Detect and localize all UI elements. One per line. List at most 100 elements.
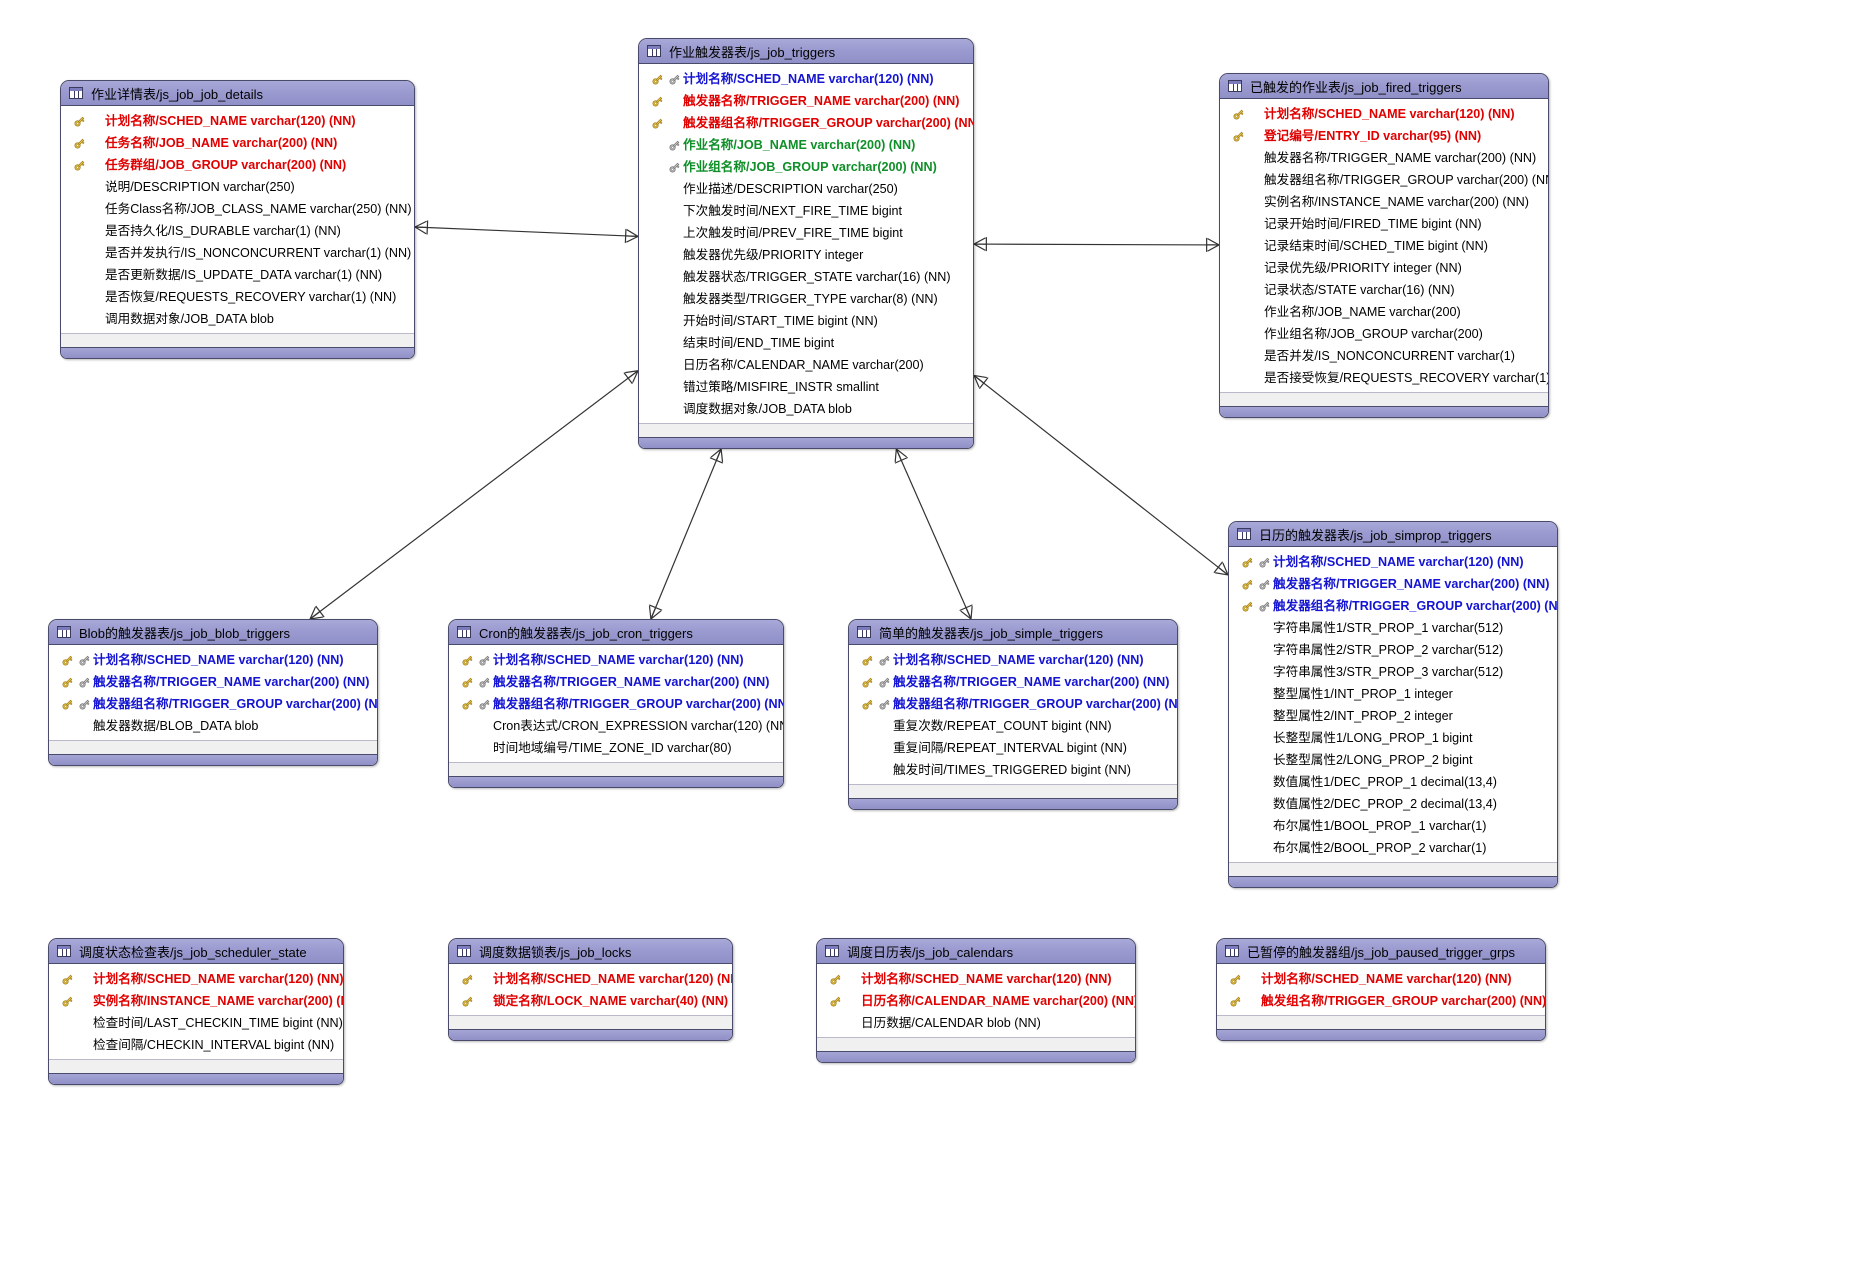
attribute-row[interactable]: 布尔属性2/BOOL_PROP_2 varchar(1) [1229, 837, 1557, 859]
attribute-row[interactable]: 计划名称/SCHED_NAME varchar(120) (NN) [849, 649, 1177, 671]
attribute-row[interactable]: 作业组名称/JOB_GROUP varchar(200) (NN) [639, 156, 973, 178]
attribute-row[interactable]: 触发器名称/TRIGGER_NAME varchar(200) (NN) [849, 671, 1177, 693]
entity-header-paused_trigger_grps[interactable]: 已暂停的触发器组/js_job_paused_trigger_grps [1217, 939, 1545, 964]
attribute-row[interactable]: 触发器组名称/TRIGGER_GROUP varchar(200) (NN) [1229, 595, 1557, 617]
attribute-row[interactable]: 触发器名称/TRIGGER_NAME varchar(200) (NN) [1220, 147, 1548, 169]
entity-calendars[interactable]: 调度日历表/js_job_calendars 计划名称/SCHED_NAME va… [816, 938, 1136, 1063]
attribute-row[interactable]: 触发组名称/TRIGGER_GROUP varchar(200) (NN) [1217, 990, 1545, 1012]
attribute-row[interactable]: 任务名称/JOB_NAME varchar(200) (NN) [61, 132, 414, 154]
attribute-row[interactable]: 是否更新数据/IS_UPDATE_DATA varchar(1) (NN) [61, 264, 414, 286]
attribute-row[interactable]: 是否接受恢复/REQUESTS_RECOVERY varchar(1) [1220, 367, 1548, 389]
attribute-row[interactable]: 时间地域编号/TIME_ZONE_ID varchar(80) [449, 737, 783, 759]
attribute-row[interactable]: 计划名称/SCHED_NAME varchar(120) (NN) [61, 110, 414, 132]
attribute-row[interactable]: 触发器数据/BLOB_DATA blob [49, 715, 377, 737]
attribute-row[interactable]: 触发器组名称/TRIGGER_GROUP varchar(200) (NN) [49, 693, 377, 715]
attribute-row[interactable]: 任务群组/JOB_GROUP varchar(200) (NN) [61, 154, 414, 176]
attribute-row[interactable]: 日历名称/CALENDAR_NAME varchar(200) [639, 354, 973, 376]
entity-header-triggers[interactable]: 作业触发器表/js_job_triggers [639, 39, 973, 64]
attribute-row[interactable]: 结束时间/END_TIME bigint [639, 332, 973, 354]
attribute-row[interactable]: 调度数据对象/JOB_DATA blob [639, 398, 973, 420]
attribute-row[interactable]: 是否持久化/IS_DURABLE varchar(1) (NN) [61, 220, 414, 242]
attribute-row[interactable]: 字符串属性2/STR_PROP_2 varchar(512) [1229, 639, 1557, 661]
entity-blob_triggers[interactable]: Blob的触发器表/js_job_blob_triggers 计划名称/SCHED… [48, 619, 378, 766]
attribute-row[interactable]: 实例名称/INSTANCE_NAME varchar(200) (NN) [49, 990, 343, 1012]
entity-resize-grip[interactable] [1217, 1029, 1545, 1040]
entity-job_details[interactable]: 作业详情表/js_job_job_details 计划名称/SCHED_NAME … [60, 80, 415, 359]
attribute-row[interactable]: 触发时间/TIMES_TRIGGERED bigint (NN) [849, 759, 1177, 781]
entity-resize-grip[interactable] [49, 1073, 343, 1084]
entity-header-scheduler_state[interactable]: 调度状态检查表/js_job_scheduler_state [49, 939, 343, 964]
attribute-row[interactable]: 登记编号/ENTRY_ID varchar(95) (NN) [1220, 125, 1548, 147]
entity-simple_triggers[interactable]: 简单的触发器表/js_job_simple_triggers 计划名称/SCHED… [848, 619, 1178, 810]
entity-header-fired_triggers[interactable]: 已触发的作业表/js_job_fired_triggers [1220, 74, 1548, 99]
attribute-row[interactable]: 计划名称/SCHED_NAME varchar(120) (NN) [1217, 968, 1545, 990]
attribute-row[interactable]: 是否并发/IS_NONCONCURRENT varchar(1) [1220, 345, 1548, 367]
attribute-row[interactable]: 计划名称/SCHED_NAME varchar(120) (NN) [49, 968, 343, 990]
attribute-row[interactable]: 任务Class名称/JOB_CLASS_NAME varchar(250) (N… [61, 198, 414, 220]
entity-header-calendars[interactable]: 调度日历表/js_job_calendars [817, 939, 1135, 964]
attribute-row[interactable]: 整型属性1/INT_PROP_1 integer [1229, 683, 1557, 705]
attribute-row[interactable]: 计划名称/SCHED_NAME varchar(120) (NN) [1220, 103, 1548, 125]
attribute-row[interactable]: 锁定名称/LOCK_NAME varchar(40) (NN) [449, 990, 732, 1012]
attribute-row[interactable]: 触发器名称/TRIGGER_NAME varchar(200) (NN) [449, 671, 783, 693]
entity-triggers[interactable]: 作业触发器表/js_job_triggers 计划名称/SCHED_NAME va… [638, 38, 974, 449]
attribute-row[interactable]: 计划名称/SCHED_NAME varchar(120) (NN) [1229, 551, 1557, 573]
attribute-row[interactable]: 触发器组名称/TRIGGER_GROUP varchar(200) (NN) [639, 112, 973, 134]
attribute-row[interactable]: 计划名称/SCHED_NAME varchar(120) (NN) [639, 68, 973, 90]
attribute-row[interactable]: 字符串属性1/STR_PROP_1 varchar(512) [1229, 617, 1557, 639]
entity-paused_trigger_grps[interactable]: 已暂停的触发器组/js_job_paused_trigger_grps 计划名称/… [1216, 938, 1546, 1041]
attribute-row[interactable]: 错过策略/MISFIRE_INSTR smallint [639, 376, 973, 398]
entity-header-job_details[interactable]: 作业详情表/js_job_job_details [61, 81, 414, 106]
entity-header-simprop_triggers[interactable]: 日历的触发器表/js_job_simprop_triggers [1229, 522, 1557, 547]
attribute-row[interactable]: 触发器优先级/PRIORITY integer [639, 244, 973, 266]
attribute-row[interactable]: 触发器组名称/TRIGGER_GROUP varchar(200) (NN) [449, 693, 783, 715]
entity-scheduler_state[interactable]: 调度状态检查表/js_job_scheduler_state 计划名称/SCHED… [48, 938, 344, 1085]
entity-resize-grip[interactable] [449, 1029, 732, 1040]
entity-resize-grip[interactable] [1220, 406, 1548, 417]
attribute-row[interactable]: 字符串属性3/STR_PROP_3 varchar(512) [1229, 661, 1557, 683]
attribute-row[interactable]: 实例名称/INSTANCE_NAME varchar(200) (NN) [1220, 191, 1548, 213]
attribute-row[interactable]: 作业描述/DESCRIPTION varchar(250) [639, 178, 973, 200]
entity-resize-grip[interactable] [817, 1051, 1135, 1062]
attribute-row[interactable]: 触发器组名称/TRIGGER_GROUP varchar(200) (NN) [849, 693, 1177, 715]
attribute-row[interactable]: 日历名称/CALENDAR_NAME varchar(200) (NN) [817, 990, 1135, 1012]
attribute-row[interactable]: 日历数据/CALENDAR blob (NN) [817, 1012, 1135, 1034]
entity-locks[interactable]: 调度数据锁表/js_job_locks 计划名称/SCHED_NAME varch… [448, 938, 733, 1041]
attribute-row[interactable]: 作业名称/JOB_NAME varchar(200) [1220, 301, 1548, 323]
attribute-row[interactable]: 作业组名称/JOB_GROUP varchar(200) [1220, 323, 1548, 345]
attribute-row[interactable]: 上次触发时间/PREV_FIRE_TIME bigint [639, 222, 973, 244]
attribute-row[interactable]: 触发器名称/TRIGGER_NAME varchar(200) (NN) [49, 671, 377, 693]
attribute-row[interactable]: 调用数据对象/JOB_DATA blob [61, 308, 414, 330]
attribute-row[interactable]: 数值属性1/DEC_PROP_1 decimal(13,4) [1229, 771, 1557, 793]
attribute-row[interactable]: 记录状态/STATE varchar(16) (NN) [1220, 279, 1548, 301]
entity-resize-grip[interactable] [61, 347, 414, 358]
attribute-row[interactable]: Cron表达式/CRON_EXPRESSION varchar(120) (NN… [449, 715, 783, 737]
attribute-row[interactable]: 长整型属性2/LONG_PROP_2 bigint [1229, 749, 1557, 771]
entity-header-simple_triggers[interactable]: 简单的触发器表/js_job_simple_triggers [849, 620, 1177, 645]
attribute-row[interactable]: 记录开始时间/FIRED_TIME bigint (NN) [1220, 213, 1548, 235]
attribute-row[interactable]: 作业名称/JOB_NAME varchar(200) (NN) [639, 134, 973, 156]
entity-resize-grip[interactable] [639, 437, 973, 448]
attribute-row[interactable]: 重复间隔/REPEAT_INTERVAL bigint (NN) [849, 737, 1177, 759]
attribute-row[interactable]: 重复次数/REPEAT_COUNT bigint (NN) [849, 715, 1177, 737]
attribute-row[interactable]: 下次触发时间/NEXT_FIRE_TIME bigint [639, 200, 973, 222]
attribute-row[interactable]: 计划名称/SCHED_NAME varchar(120) (NN) [49, 649, 377, 671]
attribute-row[interactable]: 布尔属性1/BOOL_PROP_1 varchar(1) [1229, 815, 1557, 837]
attribute-row[interactable]: 是否恢复/REQUESTS_RECOVERY varchar(1) (NN) [61, 286, 414, 308]
attribute-row[interactable]: 检查时间/LAST_CHECKIN_TIME bigint (NN) [49, 1012, 343, 1034]
entity-resize-grip[interactable] [49, 754, 377, 765]
attribute-row[interactable]: 触发器类型/TRIGGER_TYPE varchar(8) (NN) [639, 288, 973, 310]
entity-fired_triggers[interactable]: 已触发的作业表/js_job_fired_triggers 计划名称/SCHED_… [1219, 73, 1549, 418]
entity-simprop_triggers[interactable]: 日历的触发器表/js_job_simprop_triggers 计划名称/SCHE… [1228, 521, 1558, 888]
attribute-row[interactable]: 触发器状态/TRIGGER_STATE varchar(16) (NN) [639, 266, 973, 288]
attribute-row[interactable]: 计划名称/SCHED_NAME varchar(120) (NN) [449, 968, 732, 990]
entity-header-cron_triggers[interactable]: Cron的触发器表/js_job_cron_triggers [449, 620, 783, 645]
entity-header-blob_triggers[interactable]: Blob的触发器表/js_job_blob_triggers [49, 620, 377, 645]
entity-header-locks[interactable]: 调度数据锁表/js_job_locks [449, 939, 732, 964]
attribute-row[interactable]: 是否并发执行/IS_NONCONCURRENT varchar(1) (NN) [61, 242, 414, 264]
attribute-row[interactable]: 计划名称/SCHED_NAME varchar(120) (NN) [449, 649, 783, 671]
entity-resize-grip[interactable] [449, 776, 783, 787]
entity-resize-grip[interactable] [1229, 876, 1557, 887]
attribute-row[interactable]: 开始时间/START_TIME bigint (NN) [639, 310, 973, 332]
attribute-row[interactable]: 计划名称/SCHED_NAME varchar(120) (NN) [817, 968, 1135, 990]
